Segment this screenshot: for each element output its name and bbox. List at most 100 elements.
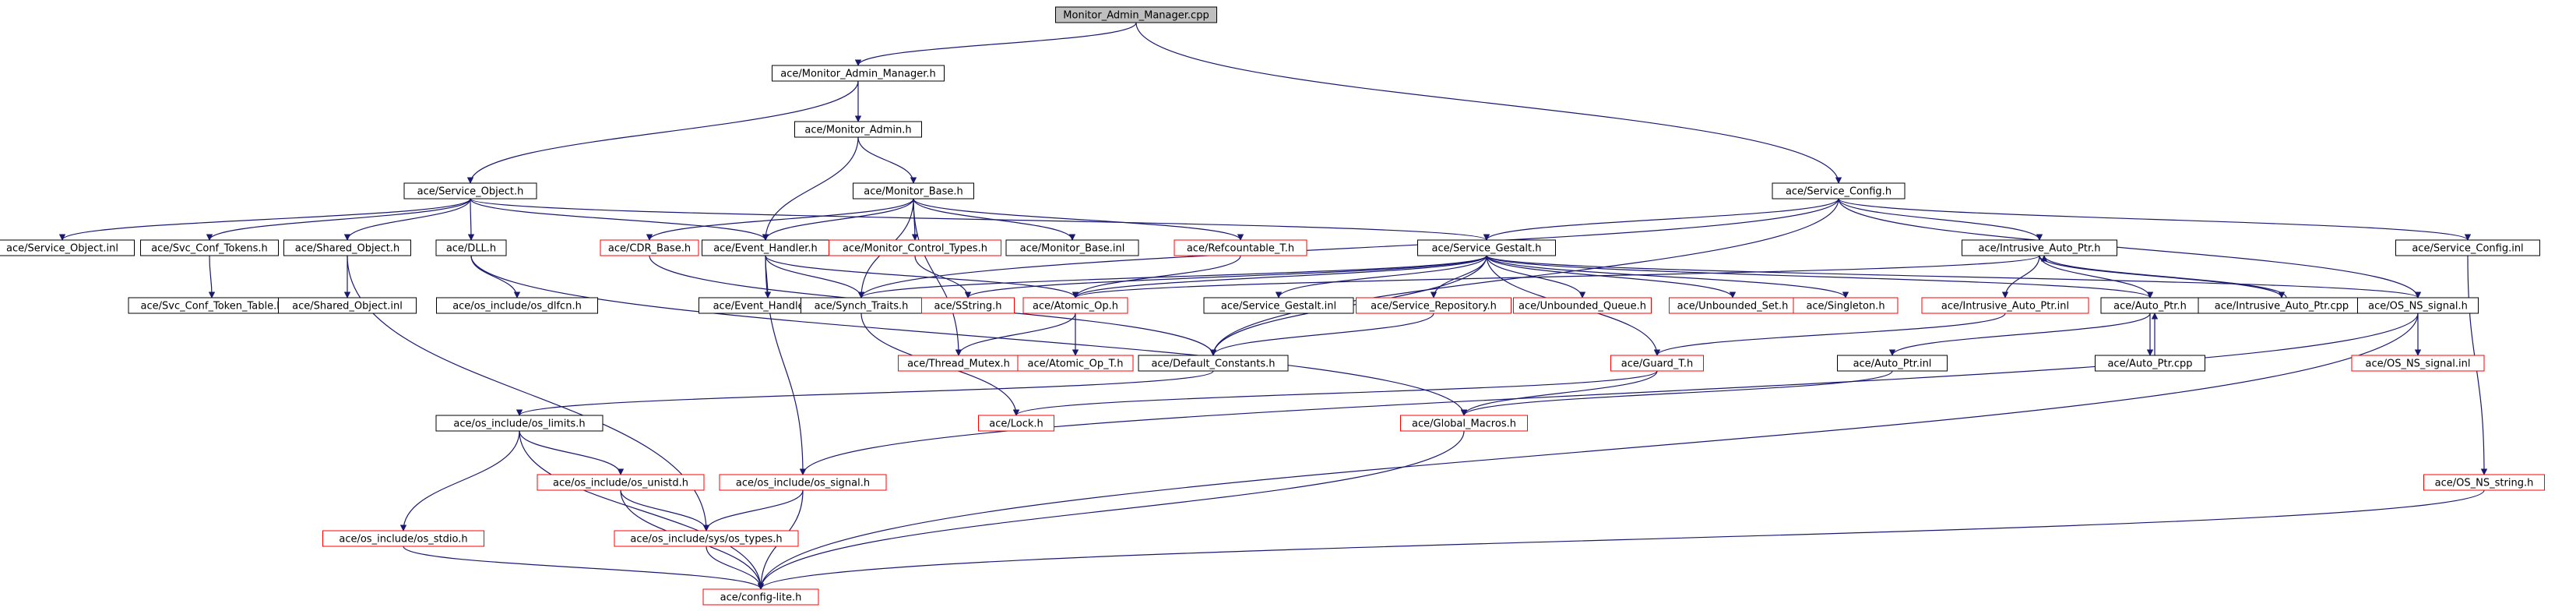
node-label: ace/os_include/os_signal.h — [736, 478, 870, 489]
edge-signal_h-to-types_h — [702, 489, 804, 532]
edge-mb_h-to-mb_inl — [913, 198, 1076, 241]
node-ap_h[interactable]: ace/Auto_Ptr.h — [2100, 297, 2200, 314]
node-label: ace/Guard_T.h — [1621, 358, 1693, 370]
node-box — [1203, 297, 1354, 314]
node-uq_h[interactable]: ace/Unbounded_Queue.h — [1513, 297, 1652, 314]
edge-sg_h-to-nss_h — [1486, 255, 2421, 298]
node-rc_h[interactable]: ace/Refcountable_T.h — [1174, 239, 1307, 256]
node-label: ace/Svc_Conf_Token_Table.h — [141, 301, 283, 313]
node-sho_inl[interactable]: ace/Shared_Object.inl — [278, 297, 417, 314]
edge-iap_cpp-to-iap_h — [2040, 255, 2287, 298]
node-mb_inl[interactable]: ace/Monitor_Base.inl — [1005, 239, 1139, 256]
edge-stdio_h-to-cl_h — [403, 546, 765, 590]
node-mct_h[interactable]: ace/Monitor_Control_Types.h — [829, 239, 1001, 256]
node-label: ace/OS_NS_signal.inl — [2365, 358, 2470, 370]
edge-iap_h-to-aop_h — [1072, 255, 2040, 298]
node-signal_h[interactable]: ace/os_include/os_signal.h — [719, 474, 887, 491]
node-sctt_h[interactable]: ace/Svc_Conf_Token_Table.h — [128, 297, 296, 314]
node-label: ace/config-lite.h — [720, 592, 802, 604]
node-label: ace/Service_Object.inl — [6, 243, 118, 255]
node-label: ace/os_include/os_stdio.h — [339, 534, 467, 546]
node-tm_h[interactable]: ace/Thread_Mutex.h — [898, 355, 1019, 372]
node-label: ace/Global_Macros.h — [1412, 419, 1516, 430]
node-cl_h[interactable]: ace/config-lite.h — [702, 588, 819, 606]
node-limits_h[interactable]: ace/os_include/os_limits.h — [435, 415, 604, 432]
node-so_inl[interactable]: ace/Service_Object.inl — [0, 239, 135, 256]
node-sg_h[interactable]: ace/Service_Gestalt.h — [1417, 239, 1556, 256]
node-sc_h[interactable]: ace/Service_Config.h — [1772, 182, 1906, 200]
node-label: ace/Intrusive_Auto_Ptr.inl — [1941, 301, 2069, 313]
node-ap_inl[interactable]: ace/Auto_Ptr.inl — [1837, 355, 1948, 372]
node-ap_cpp[interactable]: ace/Auto_Ptr.cpp — [2095, 355, 2205, 372]
edge-ma_h-to-eh_h — [762, 136, 859, 241]
node-types_h[interactable]: ace/os_include/sys/os_types.h — [614, 530, 799, 547]
node-st_h[interactable]: ace/Synch_Traits.h — [801, 297, 922, 314]
edge-limits_h-to-cl_h — [519, 430, 765, 590]
node-sho_h[interactable]: ace/Shared_Object.h — [283, 239, 411, 256]
node-aopt_h[interactable]: ace/Atomic_Op_T.h — [1017, 355, 1134, 372]
node-iap_cpp[interactable]: ace/Intrusive_Auto_Ptr.cpp — [2198, 297, 2366, 314]
node-sg_inl[interactable]: ace/Service_Gestalt.inl — [1203, 297, 1354, 314]
node-box — [278, 297, 417, 314]
node-us_h[interactable]: ace/Unbounded_Set.h — [1669, 297, 1797, 314]
node-monitor_cpp: Monitor_Admin_Manager.cpp — [1055, 6, 1217, 23]
node-label: ace/Monitor_Base.h — [864, 186, 962, 198]
node-dc_h[interactable]: ace/Default_Constants.h — [1138, 355, 1289, 372]
node-lock_h[interactable]: ace/Lock.h — [978, 415, 1054, 432]
edge-sg_h-to-st_h — [858, 255, 1487, 298]
node-mb_h[interactable]: ace/Monitor_Base.h — [853, 182, 974, 200]
node-eh_h[interactable]: ace/Event_Handler.h — [702, 239, 829, 256]
edge-iap_h-to-iap_inl — [2001, 255, 2040, 298]
edge-limits_h-to-unistd_h — [519, 430, 625, 475]
node-ma_h[interactable]: ace/Monitor_Admin.h — [794, 121, 922, 138]
node-iap_inl[interactable]: ace/Intrusive_Auto_Ptr.inl — [1921, 297, 2089, 314]
node-dll_h[interactable]: ace/DLL.h — [435, 239, 507, 256]
edge-gt_h-to-lock_h — [1013, 370, 1658, 416]
node-box — [1610, 355, 1704, 372]
edge-nss_h-to-cl_h — [757, 313, 2419, 590]
node-label: ace/Svc_Conf_Tokens.h — [151, 243, 268, 255]
node-nss_h[interactable]: ace/OS_NS_signal.h — [2357, 297, 2479, 314]
node-box — [1417, 239, 1556, 256]
edge-sc_h-to-iap_h — [1838, 198, 2043, 241]
node-box — [1055, 6, 1217, 23]
node-gm_h[interactable]: ace/Global_Macros.h — [1400, 415, 1528, 432]
edge-sc_h-to-st_h — [857, 198, 1839, 298]
node-box — [2357, 297, 2479, 314]
node-ss_h[interactable]: ace/SString.h — [921, 297, 1015, 314]
node-label: ace/Intrusive_Auto_Ptr.h — [1979, 243, 2101, 255]
node-gt_h[interactable]: ace/Guard_T.h — [1610, 355, 1704, 372]
node-box — [403, 182, 537, 200]
node-stdio_h[interactable]: ace/os_include/os_stdio.h — [322, 530, 484, 547]
node-box — [436, 297, 598, 314]
edge-types_h-to-cl_h — [706, 546, 765, 590]
node-sct_h[interactable]: ace/Svc_Conf_Tokens.h — [140, 239, 279, 256]
edge-iap_h-to-ap_h — [2039, 255, 2154, 298]
node-box — [614, 530, 799, 547]
node-cdr_h[interactable]: ace/CDR_Base.h — [600, 239, 699, 256]
node-label: ace/Service_Gestalt.h — [1431, 243, 1541, 255]
node-mam_h[interactable]: ace/Monitor_Admin_Manager.h — [772, 65, 945, 82]
node-sing_h[interactable]: ace/Singleton.h — [1793, 297, 1899, 314]
edge-sg_h-to-sg_inl — [1275, 255, 1487, 298]
node-label: ace/os_include/sys/os_types.h — [630, 534, 782, 546]
node-box — [435, 415, 604, 432]
node-label: ace/os_include/os_limits.h — [453, 419, 585, 430]
edge-so_h-to-so_inl — [58, 198, 471, 241]
node-aop_h[interactable]: ace/Atomic_Op.h — [1022, 297, 1128, 314]
node-so_h[interactable]: ace/Service_Object.h — [403, 182, 537, 200]
edge-rc_h-to-aop_h — [1072, 255, 1241, 298]
node-unistd_h[interactable]: ace/os_include/os_unistd.h — [537, 474, 705, 491]
edge-limits_h-to-stdio_h — [399, 430, 520, 532]
node-iap_h[interactable]: ace/Intrusive_Auto_Ptr.h — [1962, 239, 2117, 256]
node-label: ace/Shared_Object.h — [295, 243, 399, 255]
node-box — [1921, 297, 2089, 314]
node-dlfcn_h[interactable]: ace/os_include/os_dlfcn.h — [436, 297, 598, 314]
node-sc_inl[interactable]: ace/Service_Config.inl — [2395, 239, 2540, 256]
edge-mb_h-to-tm_h — [913, 198, 962, 356]
node-nsstr_h[interactable]: ace/OS_NS_string.h — [2423, 474, 2545, 491]
node-box — [2423, 474, 2545, 491]
edge-sc_h-to-sg_h — [1483, 198, 1839, 241]
node-sr_h[interactable]: ace/Service_Repository.h — [1356, 297, 1511, 314]
node-nss_inl[interactable]: ace/OS_NS_signal.inl — [2351, 355, 2485, 372]
